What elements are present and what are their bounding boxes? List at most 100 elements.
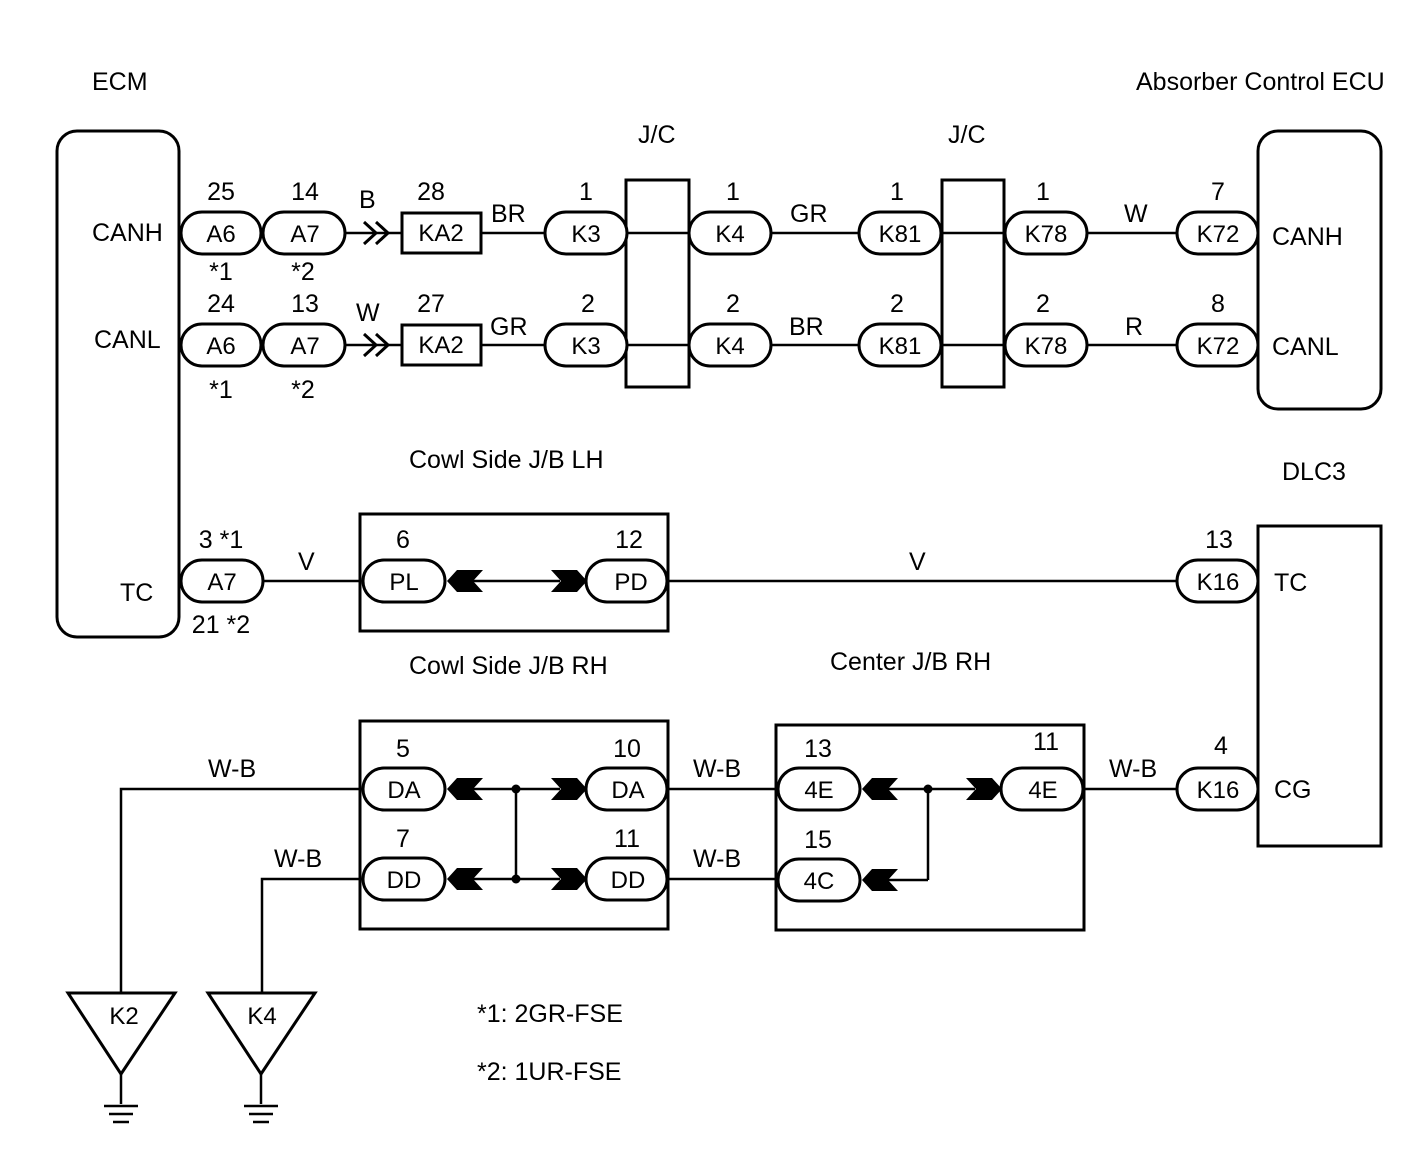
connector-k16-tc	[1175, 558, 1260, 604]
cowl-rh-internal-wiring	[447, 778, 587, 890]
pin-k4-1: 1	[726, 178, 740, 206]
wire-b-label: B	[359, 186, 376, 214]
connector-k16-cg-label: K16	[1197, 777, 1240, 804]
pin-25: 25	[207, 178, 235, 206]
pin-k4-2: 2	[726, 290, 740, 318]
connector-a7-canl	[261, 322, 347, 368]
connector-a7-canh	[261, 210, 347, 256]
ecm-canl-label: CANL	[94, 326, 161, 354]
ground-k2-label: K2	[109, 1003, 138, 1030]
arrow-pd	[551, 570, 587, 592]
pin-13: 13	[291, 290, 319, 318]
connector-k78-top-label: K78	[1025, 221, 1068, 248]
note-1-canl: *1	[209, 376, 233, 404]
note-1-canh: *1	[209, 258, 233, 286]
connector-k3-bot	[543, 322, 629, 368]
jc1-box	[624, 178, 691, 389]
pin-k3-2: 2	[581, 290, 595, 318]
connector-dd-left-label: DD	[387, 867, 422, 894]
wire-wb-cg-label: W-B	[1109, 755, 1157, 783]
connector-ka2-top-label: KA2	[418, 220, 463, 247]
connector-a7-canh-label: A7	[290, 221, 319, 248]
cowl-rh-title: Cowl Side J/B RH	[409, 652, 608, 680]
connector-k4-bot-label: K4	[715, 333, 744, 360]
ground-k4	[205, 991, 318, 1124]
connector-k81-bot	[857, 322, 943, 368]
absorber-ecu-box	[1256, 129, 1383, 411]
connector-dd-right-label: DD	[611, 867, 646, 894]
connector-k72-bot-label: K72	[1197, 333, 1240, 360]
dlc3-cg-label: CG	[1274, 776, 1312, 804]
connector-pd-label: PD	[614, 569, 647, 596]
connector-da-left-label: DA	[387, 777, 420, 804]
connector-ka2-top	[400, 211, 483, 255]
wire-w-top-label: W	[1124, 200, 1148, 228]
connector-k81-bot-label: K81	[879, 333, 922, 360]
pin-k78-2: 2	[1036, 290, 1050, 318]
connector-k3-bot-label: K3	[571, 333, 600, 360]
jc1-title: J/C	[638, 121, 676, 149]
connector-pl-label: PL	[389, 569, 418, 596]
arrow-pl	[447, 570, 483, 592]
connector-k72-top-label: K72	[1197, 221, 1240, 248]
connector-k4-top-label: K4	[715, 221, 744, 248]
wire-v-left-label: V	[298, 548, 315, 576]
connector-k16-tc-label: K16	[1197, 569, 1240, 596]
pin-k72-8: 8	[1211, 290, 1225, 318]
note-2-canh: *2	[291, 258, 315, 286]
ground-k2	[65, 991, 178, 1124]
pin-28: 28	[417, 178, 445, 206]
connector-k4-top	[687, 210, 773, 256]
center-rh-title: Center J/B RH	[830, 648, 991, 676]
absorber-canh-label: CANH	[1272, 223, 1343, 251]
wire-wb-k2-label: W-B	[208, 755, 256, 783]
jc2-title: J/C	[948, 121, 986, 149]
pin-tc-top: 3 *1	[199, 526, 243, 554]
pin-k78-1: 1	[1036, 178, 1050, 206]
pin-12: 12	[615, 526, 643, 554]
wire-wb-dd-label: W-B	[693, 845, 741, 873]
connector-4e-right-label: 4E	[1028, 777, 1057, 804]
connector-a6-canh-label: A6	[206, 221, 235, 248]
wire-gr-top-label: GR	[790, 200, 828, 228]
connector-k81-top	[857, 210, 943, 256]
connector-k81-top-label: K81	[879, 221, 922, 248]
connector-k3-top	[543, 210, 629, 256]
connector-ka2-bot-label: KA2	[418, 332, 463, 359]
wire-r-bot-label: R	[1125, 313, 1143, 341]
connector-k78-bot	[1003, 322, 1089, 368]
wire-gr-bot-label: GR	[490, 313, 528, 341]
pin-10: 10	[613, 735, 641, 763]
connector-k72-bot	[1175, 322, 1260, 368]
wire-wb-k2	[119, 787, 363, 993]
pin-k81-1: 1	[890, 178, 904, 206]
center-rh-internal-wiring	[862, 778, 1002, 891]
absorber-canl-label: CANL	[1272, 333, 1339, 361]
absorber-ecu-title: Absorber Control ECU	[1136, 68, 1385, 96]
pin-13-4e: 13	[804, 735, 832, 763]
pin-k72-7: 7	[1211, 178, 1225, 206]
cowl-lh-title: Cowl Side J/B LH	[409, 446, 604, 474]
connector-a7-canl-label: A7	[290, 333, 319, 360]
pin-tc-bottom: 21 *2	[192, 611, 250, 639]
dlc3-tc-label: TC	[1274, 569, 1307, 597]
ecm-tc-label: TC	[120, 579, 153, 607]
connector-4c-label: 4C	[804, 868, 835, 895]
pin-k3-1: 1	[579, 178, 593, 206]
connector-a6-canl	[179, 322, 263, 368]
pin-13-dlc: 13	[1205, 526, 1233, 554]
connector-a6-canl-label: A6	[206, 333, 235, 360]
connector-k72-top	[1175, 210, 1260, 256]
jc2-box	[940, 178, 1006, 389]
connector-k78-bot-label: K78	[1025, 333, 1068, 360]
pin-k81-2: 2	[890, 290, 904, 318]
wire-wb-k4	[260, 877, 363, 993]
can-wires	[345, 231, 1177, 347]
connector-k16-cg	[1175, 766, 1260, 812]
connector-k78-top	[1003, 210, 1089, 256]
connector-ka2-bot	[400, 323, 483, 367]
wire-br-bot-label: BR	[789, 313, 824, 341]
ecm-box	[55, 129, 181, 639]
ecm-canh-label: CANH	[92, 219, 163, 247]
pin-6: 6	[396, 526, 410, 554]
